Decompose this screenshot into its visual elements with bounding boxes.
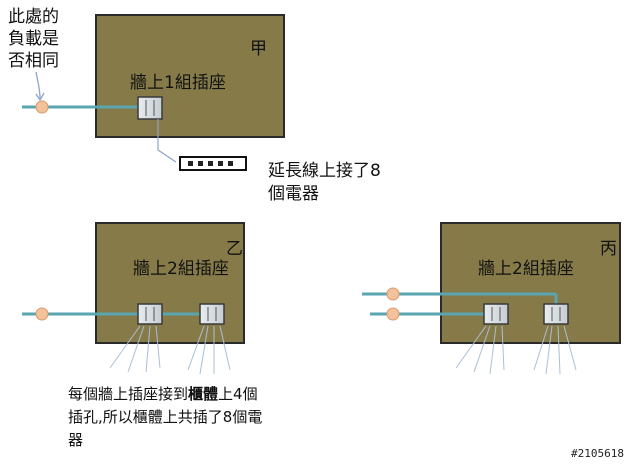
question-arrow [35,71,41,99]
panel-a-socket [137,96,163,120]
extension-cord [157,119,177,163]
panel-a-wall [95,14,285,138]
panel-a-tag: 甲 [250,39,267,59]
panel-b-tag: 乙 [226,239,243,259]
question-line-2: 負載是 [8,29,59,49]
bottom-note-line-1: 每個牆上插座接到櫃體上4個 [68,384,258,404]
panel-c-socket-1 [483,303,509,325]
panel-b-node [35,307,49,321]
bottom-note-prefix: 每個牆上插座接到 [68,385,189,403]
panel-c-title: 牆上2組插座 [478,259,574,279]
watermark: #2105618 [571,447,624,460]
panel-a-node [35,100,49,114]
panel-c-node-lower [386,307,400,321]
bottom-note-line-2: 插孔,所以櫃體上共插了8個電 [68,408,263,426]
panel-c-cords [455,325,577,375]
panel-c-wall [440,222,621,344]
panel-b-title: 牆上2組插座 [133,259,229,279]
panel-c-socket-2 [543,303,569,325]
panel-c-node-upper [386,287,400,301]
panel-b-socket-2 [199,303,225,325]
panel-b-socket-1 [137,303,163,325]
question-line-1: 此處的 [8,7,59,27]
power-strip [179,156,247,171]
extension-note-line-2: 個電器 [268,184,319,204]
bottom-note-bold: 櫃體 [188,385,219,403]
extension-note-line-1: 延長線上接了8 [268,161,381,181]
panel-a-title: 牆上1組插座 [130,73,226,93]
bottom-note-line-3: 器 [68,431,84,449]
panel-c-tag: 丙 [600,239,617,259]
question-arrow-head [35,92,45,102]
bottom-note-suffix: 上4個 [218,385,258,403]
panel-b-cords [109,325,231,375]
question-line-3: 否相同 [8,51,59,71]
